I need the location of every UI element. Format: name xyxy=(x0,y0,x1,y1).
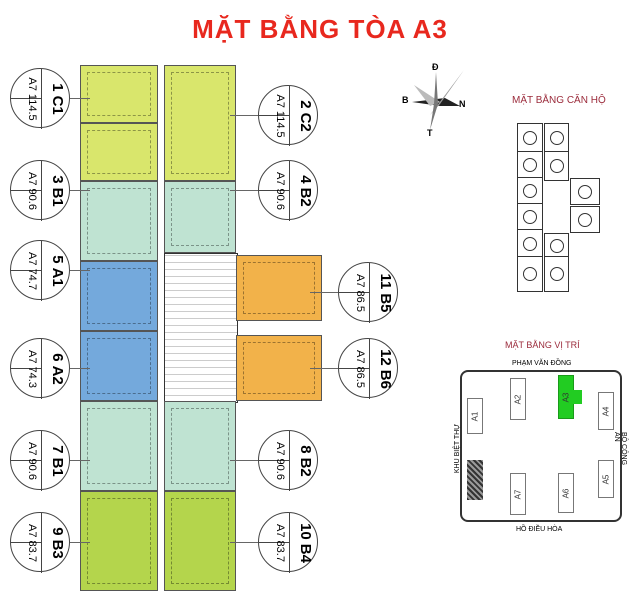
unit-6 xyxy=(80,331,158,401)
road-south: HỒ ĐIỀU HÒA xyxy=(516,526,563,533)
unit-3 xyxy=(80,181,158,261)
unit-7 xyxy=(80,401,158,491)
apartment-plan-title: MẶT BẰNG CĂN HỘ xyxy=(512,95,606,106)
unit-2 xyxy=(164,65,236,181)
stair-core xyxy=(164,253,238,403)
label-west: KHU BIỆT THỰ xyxy=(454,423,462,474)
compass-north: N xyxy=(459,99,466,109)
unit-4 xyxy=(164,181,236,253)
unit-1 xyxy=(80,65,158,123)
unit-5 xyxy=(80,261,158,331)
label-east: BỘ CÔNG AN xyxy=(613,432,627,466)
compass-icon: Đ B N T xyxy=(400,60,480,140)
unit-1b xyxy=(80,123,158,181)
page-title: MẶT BẰNG TÒA A3 xyxy=(192,14,448,44)
building-a1: A1 xyxy=(467,398,483,434)
unit-9 xyxy=(80,491,158,591)
unit-12 xyxy=(236,335,322,401)
building-a4: A4 xyxy=(598,392,614,430)
compass-west: T xyxy=(427,128,433,138)
road-north: PHẠM VĂN ĐỒNG xyxy=(512,360,572,367)
compass-b: B xyxy=(402,95,409,105)
building-a7: A7 xyxy=(510,473,526,515)
building-hatched xyxy=(467,460,483,500)
unit-10 xyxy=(164,491,236,591)
building-a6: A6 xyxy=(558,473,574,513)
site-plan xyxy=(460,370,622,522)
building-a2: A2 xyxy=(510,378,526,420)
unit-8 xyxy=(164,401,236,491)
building-a5: A5 xyxy=(598,460,614,498)
unit-11 xyxy=(236,255,322,321)
compass-east: Đ xyxy=(432,62,439,72)
site-plan-title: MẶT BẰNG VỊ TRÍ xyxy=(505,340,580,350)
